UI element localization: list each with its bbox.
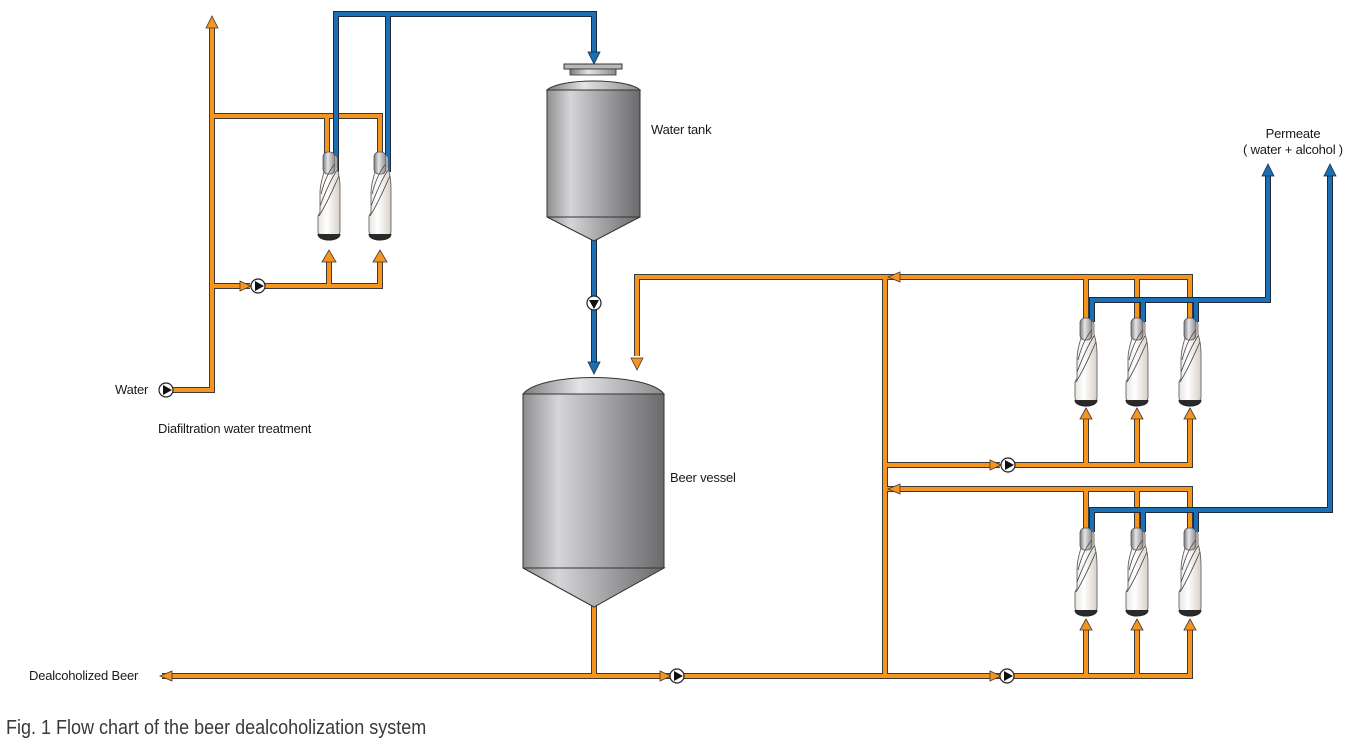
pump-icon [669,668,685,684]
arrow-right-icon [989,670,1002,682]
beer-vessel-label: Beer vessel [670,470,736,485]
arrow-down-icon [630,357,644,371]
arrow-left-icon [886,271,901,283]
arrow-down-icon [587,361,601,375]
figure-caption: Fig. 1 Flow chart of the beer dealcoholi… [6,717,427,739]
arrow-right-icon [659,670,672,682]
arrow-down-icon [587,51,601,65]
arrow-left-icon [886,483,901,495]
arrow-left-icon [158,670,173,682]
arrow-up-icon [1183,407,1197,420]
pumps [158,278,1016,684]
arrow-right-icon [989,459,1002,471]
diafiltration-label: Diafiltration water treatment [158,421,312,436]
permeate-title: Permeate [1265,126,1321,141]
arrow-up-icon [205,15,219,29]
water-tank-label: Water tank [651,122,712,137]
membrane-module [1178,317,1202,407]
membrane-module [1178,527,1202,617]
permeate-label: Permeate ( water + alcohol ) [1228,126,1358,158]
water-inlet-label: Water [115,382,149,397]
pump-icon [158,382,174,398]
membrane-module [1074,317,1098,407]
pump-icon [250,278,266,294]
arrow-up-icon [1323,163,1337,177]
arrow-up-icon [372,249,388,263]
water-lines [333,11,1337,532]
dealcoholized-beer-label: Dealcoholized Beer [29,668,139,683]
arrow-up-icon [1261,163,1275,177]
pump-icon [586,295,602,311]
arrow-up-icon [1183,618,1197,631]
beer-vessel [521,377,666,608]
membrane-module [1125,317,1149,407]
arrow-up-icon [321,249,337,263]
arrow-up-icon [1130,618,1144,631]
membrane-module [317,151,341,241]
diafiltration-modules [317,151,392,241]
pump-icon [999,668,1015,684]
arrow-up-icon [1079,618,1093,631]
arrow-right-icon [239,280,252,292]
membrane-module [368,151,392,241]
water-tank [545,63,642,242]
membrane-module [1125,527,1149,617]
membrane-bank-lower [1074,527,1202,617]
beer-lines [158,15,1197,682]
permeate-subtitle: ( water + alcohol ) [1243,142,1343,157]
membrane-module [1074,527,1098,617]
arrow-up-icon [1130,407,1144,420]
arrow-up-icon [1079,407,1093,420]
pump-icon [1000,457,1016,473]
membrane-bank-upper [1074,317,1202,407]
